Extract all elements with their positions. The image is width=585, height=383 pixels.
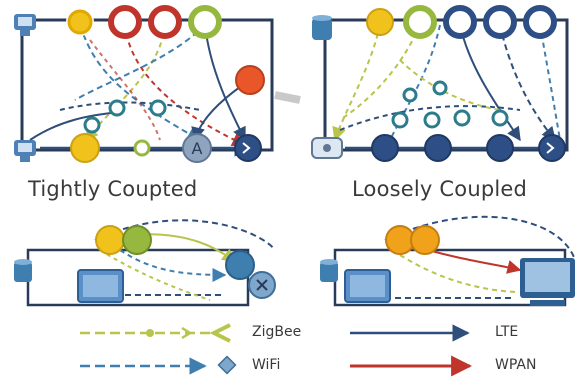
wpan-node [148,5,182,39]
bottom-right-network [320,215,576,307]
router-icon [311,137,343,159]
a-node [182,133,212,163]
lte-node [371,134,399,162]
relay-node [432,80,448,96]
database-icon [14,259,32,282]
zigbee-node [366,8,394,36]
zigbee-legend-label: ZigBee [252,324,302,340]
lte-legend-label: LTE [495,324,519,340]
wpan-node [385,225,415,255]
relay-node [149,99,167,117]
wifi-legend-label: WiFi [252,357,281,373]
lte-node [443,5,477,39]
wifi-legend-marker [217,355,237,375]
a-node-label: A [192,139,203,158]
tightly-coupled-title: Tightly Coupted [28,177,198,201]
relay-node [83,116,101,134]
wpan-legend-label: WPAN [495,357,537,373]
database-icon [312,15,332,40]
lte-node [486,134,514,162]
database-icon [320,259,338,282]
monitor-icon [520,258,575,306]
relay-node [108,99,126,117]
loosely-coupled-title: Loosely Coupled [352,177,528,201]
legend [80,323,473,377]
tightly-coupled-panel: A [14,5,274,163]
device-icon [14,140,36,162]
relay-node [453,109,471,127]
relay-node [491,109,509,127]
bl-frame [26,248,250,307]
zigbee-node [66,8,94,36]
tight-frame [20,18,274,152]
loosely-coupled-panel [311,5,569,162]
relay-node [423,111,441,129]
panel-connector [274,91,301,104]
relay-node [133,139,151,157]
relay-node [402,87,418,103]
wpan-node [108,5,142,39]
laptop-icon [344,269,391,303]
zigbee-node [95,225,125,255]
device-icon [14,14,36,36]
laptop-icon [77,269,124,303]
zigbee-node [403,5,437,39]
zigbee-legend-marker [209,323,231,343]
wpan-node [410,225,440,255]
lte-node [523,5,557,39]
bottom-left-network [14,219,276,307]
yellow-node [70,133,100,163]
zigbee-legend-dot [146,329,154,337]
lte-node [483,5,517,39]
zigbee-node [122,225,152,255]
relay-node [391,111,409,129]
wifi-node [225,250,255,280]
zigbee-node [188,5,222,39]
hub-node [235,65,265,95]
lte-node [424,134,452,162]
